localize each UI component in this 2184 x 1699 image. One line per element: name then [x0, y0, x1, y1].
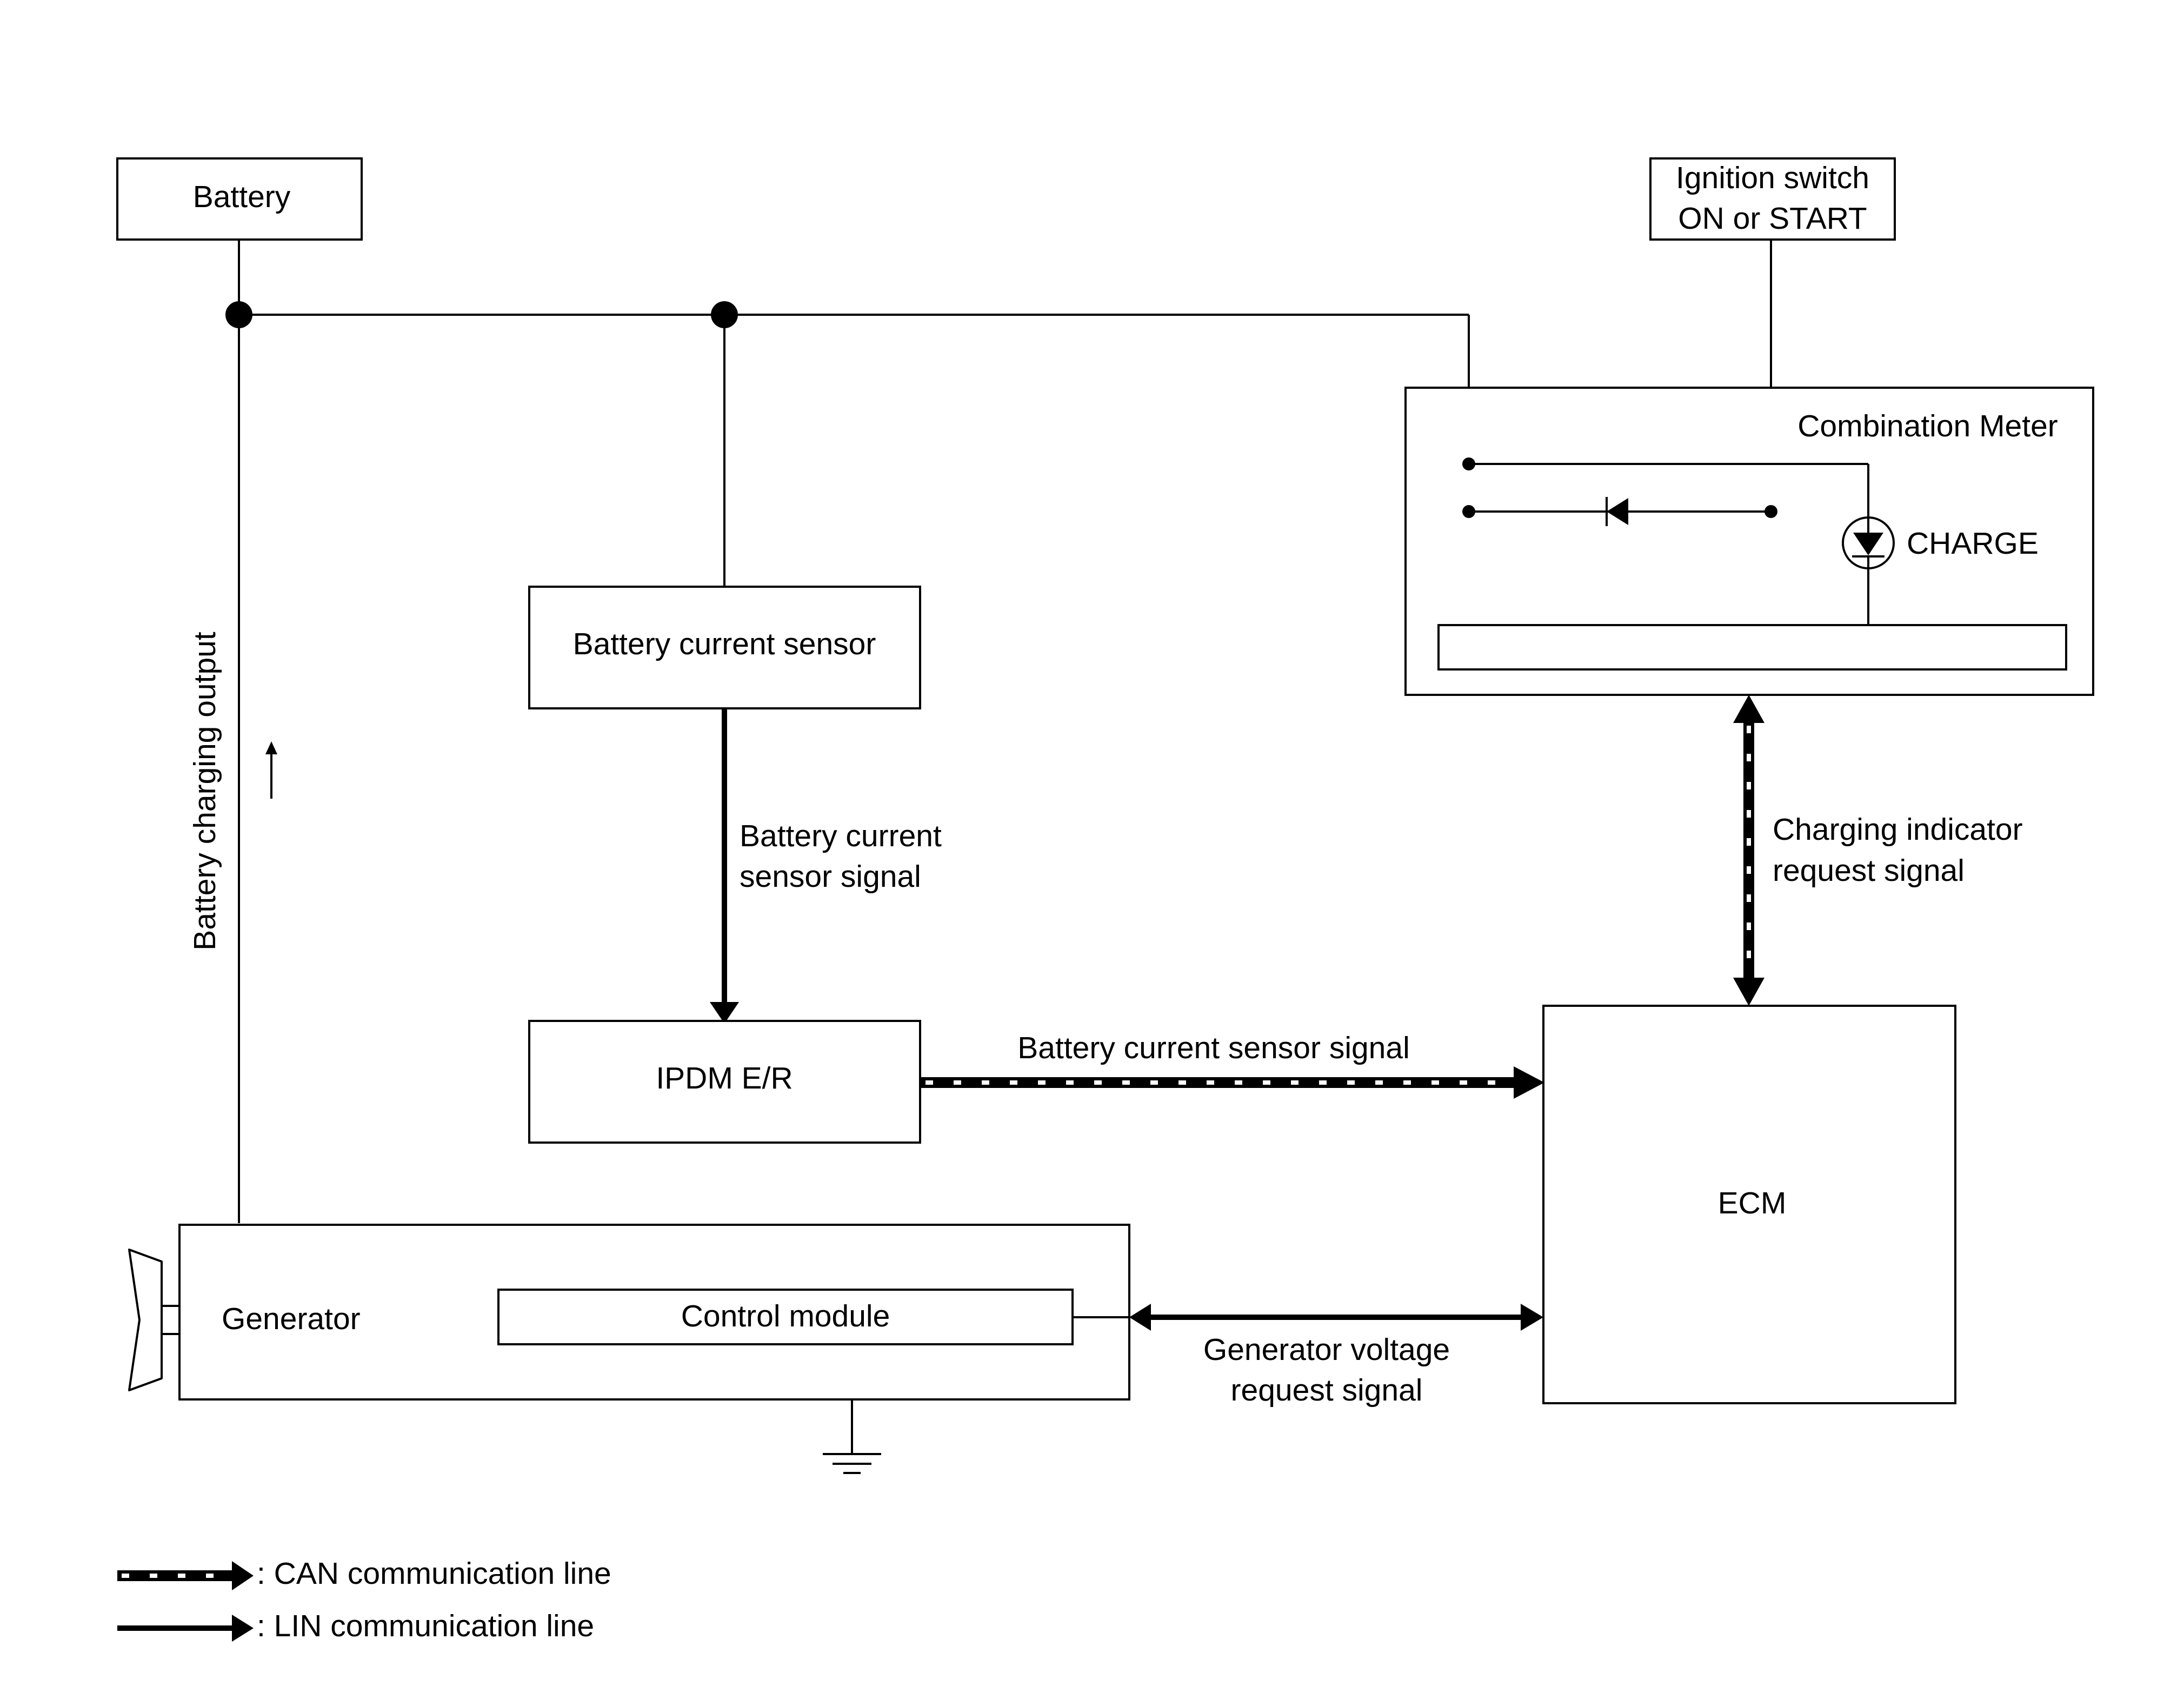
- diode-icon: [1606, 497, 1628, 526]
- lin-arrowhead-down: [710, 1002, 739, 1024]
- bcs-signal-label-line1: Battery current: [740, 819, 942, 853]
- charge-warning-lamp-icon: [1842, 516, 1895, 569]
- charging-direction-arrow-icon: [265, 741, 277, 799]
- ignition-switch-label-line2: ON or START: [1678, 201, 1867, 236]
- ipdm-label: IPDM E/R: [656, 1061, 793, 1096]
- meter-junction-dot-1: [1462, 457, 1475, 470]
- legend: : CAN communication line : LIN communica…: [117, 1556, 611, 1643]
- battery-charging-output-label: Battery charging output: [188, 632, 222, 951]
- lin-arrowhead-right: [1521, 1304, 1543, 1331]
- legend-can-label: : CAN communication line: [257, 1556, 611, 1591]
- junction-dot-sensor: [711, 301, 738, 328]
- legend-lin-symbol: [117, 1615, 254, 1642]
- can-arrowhead-up: [1733, 695, 1764, 723]
- can-arrowhead-down: [1733, 978, 1764, 1006]
- lin-arrowhead-left: [1129, 1304, 1151, 1331]
- gen-voltage-label-line2: request signal: [1231, 1373, 1423, 1408]
- junction-dot-battery: [225, 301, 252, 328]
- ecm-label: ECM: [1718, 1186, 1787, 1220]
- ecm-box: [1542, 1005, 1956, 1404]
- legend-can-symbol: [117, 1561, 254, 1590]
- meter-internal-module: [1437, 624, 2067, 671]
- control-module-label: Control module: [681, 1299, 890, 1333]
- combination-meter-label: Combination Meter: [1797, 409, 2058, 443]
- bcs-signal-label-line2: sensor signal: [740, 859, 921, 894]
- battery-box: [116, 157, 363, 241]
- control-module-box: [497, 1289, 1074, 1345]
- charging-indicator-label-line2: request signal: [1773, 853, 1965, 888]
- charge-lamp-label: CHARGE: [1907, 526, 2039, 561]
- can-arrowhead-right: [1514, 1066, 1544, 1099]
- meter-junction-dot-3: [1764, 505, 1777, 518]
- battery-label: Battery: [193, 180, 291, 214]
- can-signal-label: Battery current sensor signal: [1017, 1031, 1410, 1065]
- ground-icon: [823, 1399, 881, 1474]
- generator-label: Generator: [222, 1302, 361, 1336]
- pulley-icon: [128, 1249, 181, 1391]
- battery-current-sensor-box: [528, 586, 921, 709]
- charging-indicator-label-line1: Charging indicator: [1773, 812, 2023, 847]
- battery-current-sensor-label: Battery current sensor: [573, 627, 876, 661]
- ignition-switch-label-line1: Ignition switch: [1676, 161, 1869, 195]
- legend-lin-label: : LIN communication line: [257, 1609, 594, 1643]
- gen-voltage-label-line1: Generator voltage: [1203, 1332, 1450, 1367]
- ignition-switch-box: [1649, 157, 1896, 241]
- meter-junction-dot-2: [1462, 505, 1475, 518]
